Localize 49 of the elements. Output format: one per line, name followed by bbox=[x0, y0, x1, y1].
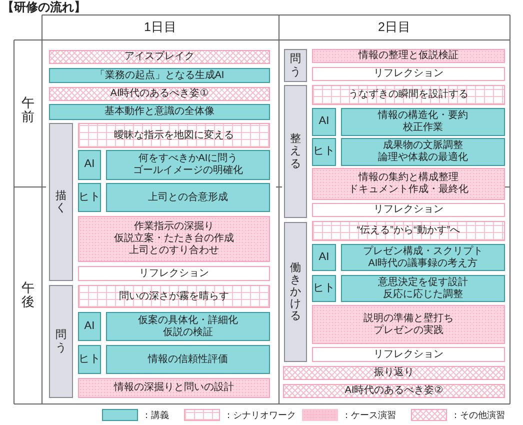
lecture-box: 成果物の文脈調整論理や体裁の最適化 bbox=[341, 138, 505, 166]
exercise-box: AI時代のあるべき姿① bbox=[49, 87, 270, 101]
category-tag: ヒト bbox=[312, 275, 336, 302]
legend-label: ：講義 bbox=[142, 409, 169, 422]
case-exercise-box: 説明の準備と壁打ちプレゼンの実践 bbox=[312, 305, 505, 344]
lecture-box: 仮案の具体化・詳細化仮説の検証 bbox=[106, 312, 270, 341]
scenario-work-box: うなずきの瞬間を設計する bbox=[312, 85, 505, 105]
row-label: 午前 bbox=[22, 96, 34, 124]
category-tag: ヒト bbox=[312, 138, 336, 166]
phase-label-bar: 整える bbox=[284, 85, 307, 218]
category-tag: ヒト bbox=[78, 345, 101, 374]
case-exercise-box: 情報の整理と仮説検証 bbox=[312, 49, 505, 63]
reflection-box: リフレクション bbox=[78, 266, 270, 281]
category-tag: AI bbox=[78, 150, 101, 180]
legend-label: ：その他演習 bbox=[451, 409, 505, 422]
lecture-box: 基本動作と意識の全体像 bbox=[49, 104, 270, 120]
title: 【研修の流れ】 bbox=[2, 0, 86, 14]
reflection-box: リフレクション bbox=[312, 203, 505, 217]
scenario-work-box: “伝える”から“動かす”へ bbox=[312, 221, 505, 241]
exercise-box: AI時代のあるべき姿② bbox=[283, 384, 505, 398]
scenario-work-box: 問いの深さが霧を晴らす bbox=[78, 285, 270, 308]
case-exercise-box: 情報の深掘りと問いの設計 bbox=[78, 378, 270, 398]
phase-label-bar: 働きかける bbox=[284, 222, 307, 362]
scenario-work-box: 曖昧な指示を地図に変える bbox=[78, 123, 270, 148]
legend-label: ：ケース演習 bbox=[342, 409, 396, 422]
category-tag: ヒト bbox=[78, 183, 101, 212]
legend-label: ：シナリオワーク bbox=[224, 409, 296, 422]
phase-label-bar: 描く bbox=[49, 123, 73, 281]
lecture-box: 情報の信頼性評価 bbox=[106, 345, 270, 374]
category-tag: AI bbox=[312, 108, 336, 136]
lecture-box: 「業務の起点」となる生成AI bbox=[49, 68, 270, 83]
reflection-box: リフレクション bbox=[312, 67, 505, 81]
lecture-box: 意思決定を促す設計反応に応じた調整 bbox=[341, 275, 505, 302]
row-label: 午後 bbox=[22, 280, 34, 310]
category-tag: AI bbox=[312, 244, 336, 271]
column-header: 2日目 bbox=[378, 19, 411, 36]
category-tag: AI bbox=[78, 312, 101, 341]
case-exercise-box: 作業指示の深掘り仮説立案・たたき台の作成上司とのすり合わせ bbox=[78, 216, 270, 262]
case-exercise-box: 情報の集約と構成整理ドキュメント作成・最終化 bbox=[312, 168, 505, 200]
exercise-box: 振り返り bbox=[283, 366, 505, 380]
exercise-box: アイスブレイク bbox=[49, 50, 270, 64]
lecture-box: 上司との合意形成 bbox=[106, 183, 270, 212]
lecture-box: 何をすべきかAIに問うゴールイメージの明確化 bbox=[106, 150, 270, 180]
phase-label-bar: 問う bbox=[49, 285, 73, 398]
reflection-box: リフレクション bbox=[312, 347, 505, 362]
lecture-box: プレゼン構成・スクリプトAI時代の議事録の考え方 bbox=[341, 244, 505, 271]
column-header: 1日目 bbox=[144, 19, 177, 36]
lecture-box: 情報の構造化・要約校正作業 bbox=[341, 108, 505, 136]
phase-label-bar: 問う bbox=[284, 49, 307, 82]
